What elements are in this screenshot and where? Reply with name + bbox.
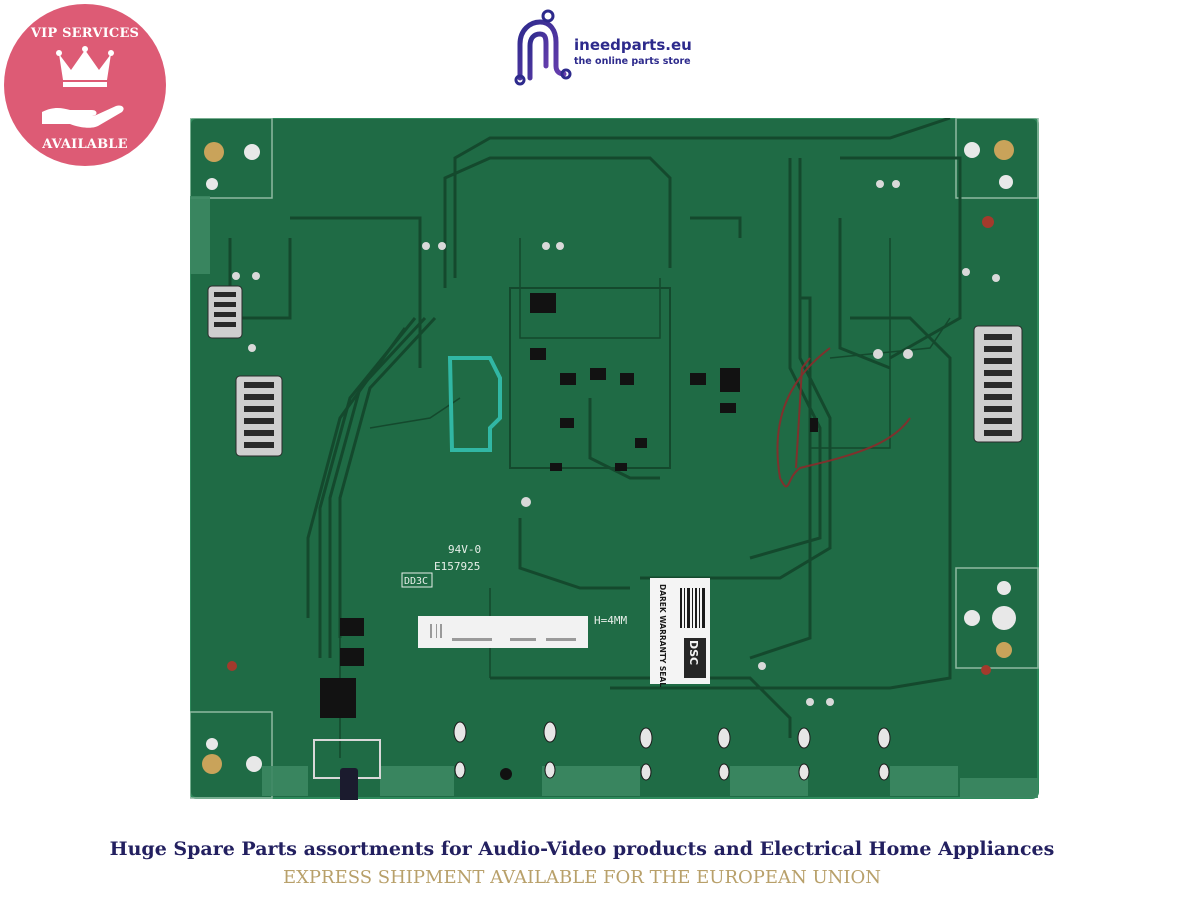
- crown-icon: [56, 46, 114, 87]
- connector-left-mid: [235, 375, 283, 457]
- silkscreen-rating: 94V-0: [448, 543, 481, 556]
- brand-tagline: the online parts store: [574, 56, 691, 67]
- audio-jack: [313, 739, 381, 800]
- warranty-seal-text: DAREK WARRANTY SEAL: [658, 584, 667, 687]
- brand-name: ineedparts.eu: [574, 36, 692, 54]
- connector-right: [973, 325, 1023, 443]
- vip-badge-top-text: VIP SERVICES: [30, 26, 140, 41]
- warranty-dsc-text: DSC: [687, 640, 700, 665]
- silkscreen-code: DD3C: [404, 576, 428, 587]
- vip-services-badge: VIP SERVICES AVAILABLE: [4, 4, 166, 166]
- pcb-board-photo: 94V-0 E157925 H=4MM DD3C DAREK WARRANTY …: [190, 118, 1039, 800]
- brand-logo: ineedparts.eu the online parts store: [512, 8, 712, 88]
- footer-subline: EXPRESS SHIPMENT AVAILABLE FOR THE EUROP…: [282, 867, 882, 888]
- connector-left-top: [207, 285, 243, 339]
- silkscreen-file-number: E157925: [434, 560, 480, 573]
- open-hand-icon: [42, 105, 124, 128]
- footer-headline: Huge Spare Parts assortments for Audio-V…: [109, 838, 1055, 860]
- logo-mark-icon: [514, 9, 572, 86]
- vip-badge-bottom-text: AVAILABLE: [42, 137, 128, 152]
- silkscreen-height-note: H=4MM: [594, 614, 627, 627]
